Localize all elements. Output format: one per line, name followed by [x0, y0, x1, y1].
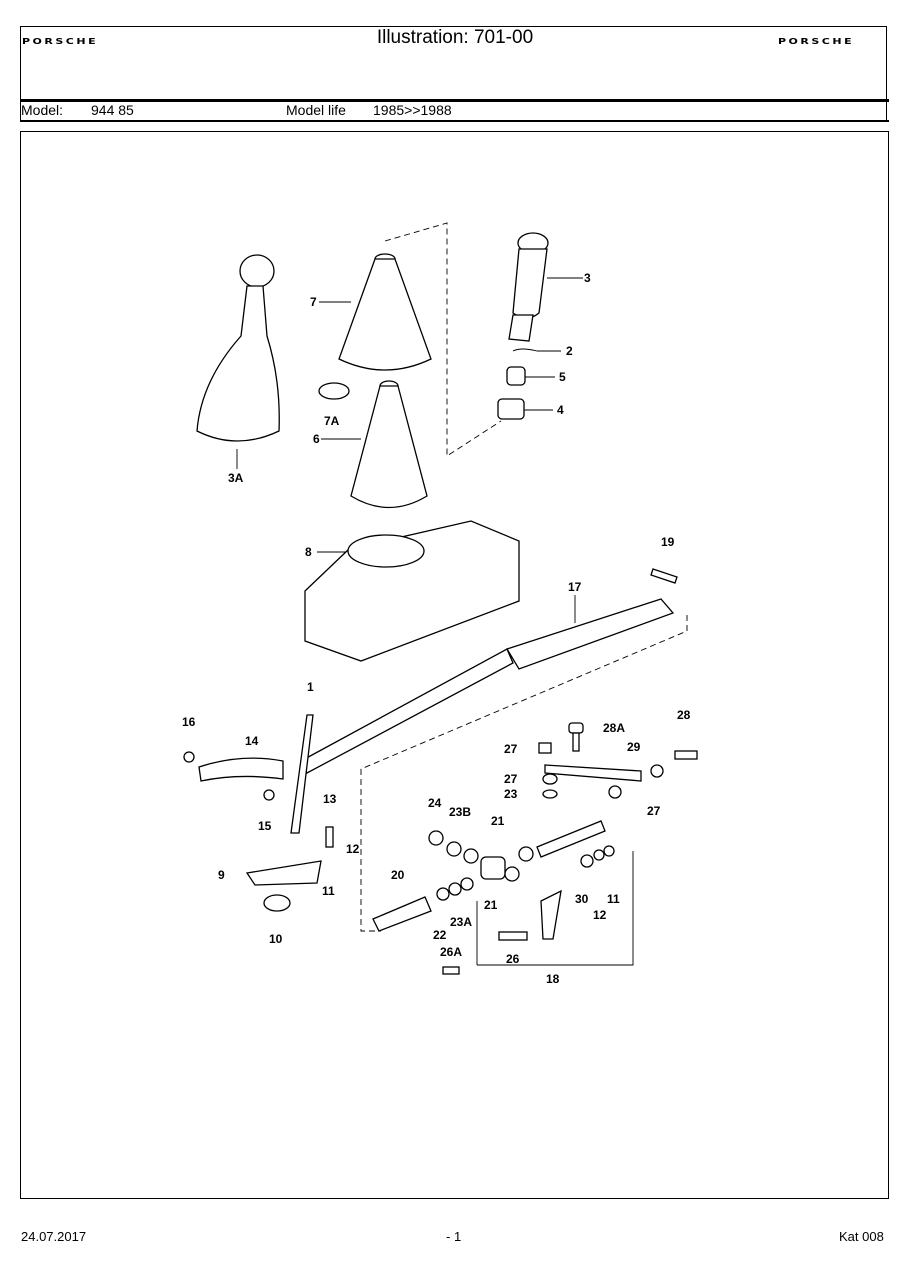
brand-logo-left: PORSCHE: [22, 37, 99, 47]
shift-knob-boot-drawing: [196, 254, 280, 469]
rod-end-drawing: [198, 757, 284, 782]
callout-28: 28: [677, 708, 691, 722]
exploded-parts-diagram: 1 2 3 3A 4 5 6 7 7A 8 9 10 11 11 12 12 1…: [182, 222, 698, 986]
callout-23: 23: [504, 787, 518, 801]
callout-10: 10: [269, 932, 283, 946]
callout-2: 2: [566, 344, 573, 358]
washer-drawing: [263, 789, 275, 801]
link-lever-drawing: [544, 764, 642, 782]
console-cover-drawing: [304, 520, 520, 662]
callout-3: 3: [584, 271, 591, 285]
callout-26a: 26A: [440, 945, 462, 959]
shift-lever-drawing: [290, 714, 314, 834]
callout-12-left: 12: [346, 842, 360, 856]
footer-page: - 1: [446, 1229, 462, 1244]
callout-5: 5: [559, 370, 566, 384]
callout-27-right: 27: [647, 804, 661, 818]
callout-7: 7: [310, 295, 317, 309]
callout-27-mid: 27: [504, 772, 518, 786]
shift-rod-drawing: [300, 595, 675, 774]
model-life-value: 1985>>1988: [373, 102, 452, 118]
callout-12-right: 12: [593, 908, 607, 922]
callout-11-left: 11: [322, 884, 335, 898]
clip-drawing: [512, 348, 561, 352]
bearing-bracket-drawing: [245, 860, 322, 886]
callout-26: 26: [506, 952, 520, 966]
callout-24: 24: [428, 796, 442, 810]
callout-17: 17: [568, 580, 582, 594]
joint-drawing: [372, 896, 432, 932]
coupling-drawing: [480, 856, 506, 880]
callout-27-top: 27: [504, 742, 518, 756]
callout-9: 9: [218, 868, 225, 882]
ring-drawing: [318, 382, 350, 400]
callout-23b: 23B: [449, 805, 471, 819]
model-value: 944 85: [91, 102, 134, 118]
model-rule: [20, 120, 889, 122]
callout-20: 20: [391, 868, 405, 882]
callout-4: 4: [557, 403, 564, 417]
model-label: Model:: [21, 102, 64, 118]
brand-logo-right: PORSCHE: [778, 37, 855, 47]
screw-drawing: [650, 568, 678, 584]
callout-16: 16: [182, 715, 196, 729]
selector-shaft-drawing: [536, 820, 606, 858]
nut-small-drawing: [538, 742, 552, 754]
lower-boot-drawing: [321, 380, 428, 509]
model-life-label: Model life: [286, 102, 346, 118]
page-title: Illustration: 701-00: [376, 27, 534, 48]
callout-28a: 28A: [603, 721, 625, 735]
upper-boot-drawing: [319, 253, 432, 371]
illustration-frame: 1 2 3 3A 4 5 6 7 7A 8 9 10 11 11 12 12 1…: [20, 131, 889, 1199]
callout-21-bottom: 21: [484, 898, 498, 912]
callout-18: 18: [546, 972, 560, 986]
spring-drawing: [506, 366, 526, 386]
bolt-28-drawing: [674, 750, 698, 760]
callout-19: 19: [661, 535, 675, 549]
callout-7a: 7A: [324, 414, 340, 428]
callout-15: 15: [258, 819, 272, 833]
nut-drawing: [428, 830, 444, 846]
callout-29: 29: [627, 740, 641, 754]
callout-14: 14: [245, 734, 259, 748]
footer-date: 24.07.2017: [21, 1229, 87, 1244]
callout-3a: 3A: [228, 471, 244, 485]
header-rule: [20, 99, 889, 102]
shift-knob-drawing: [508, 232, 583, 342]
assembly-bracket-line: [384, 222, 502, 457]
screw-long-drawing: [498, 931, 528, 941]
callout-22: 22: [433, 928, 447, 942]
callout-30: 30: [575, 892, 589, 906]
callout-11-right: 11: [607, 892, 620, 906]
circlip-drawing: [183, 751, 195, 763]
callout-21-top: 21: [491, 814, 505, 828]
footer-catalog: Kat 008: [839, 1229, 884, 1244]
bearing-cap-drawing: [263, 894, 291, 912]
callout-6: 6: [313, 432, 320, 446]
callout-1: 1: [307, 680, 314, 694]
rod-bracket-line: [360, 615, 688, 932]
callout-23a: 23A: [450, 915, 472, 929]
insert-drawing: [497, 398, 525, 420]
callout-8: 8: [305, 545, 312, 559]
bolt-drawing: [325, 826, 334, 848]
callout-13: 13: [323, 792, 337, 806]
selector-arm-drawing: [540, 889, 562, 940]
